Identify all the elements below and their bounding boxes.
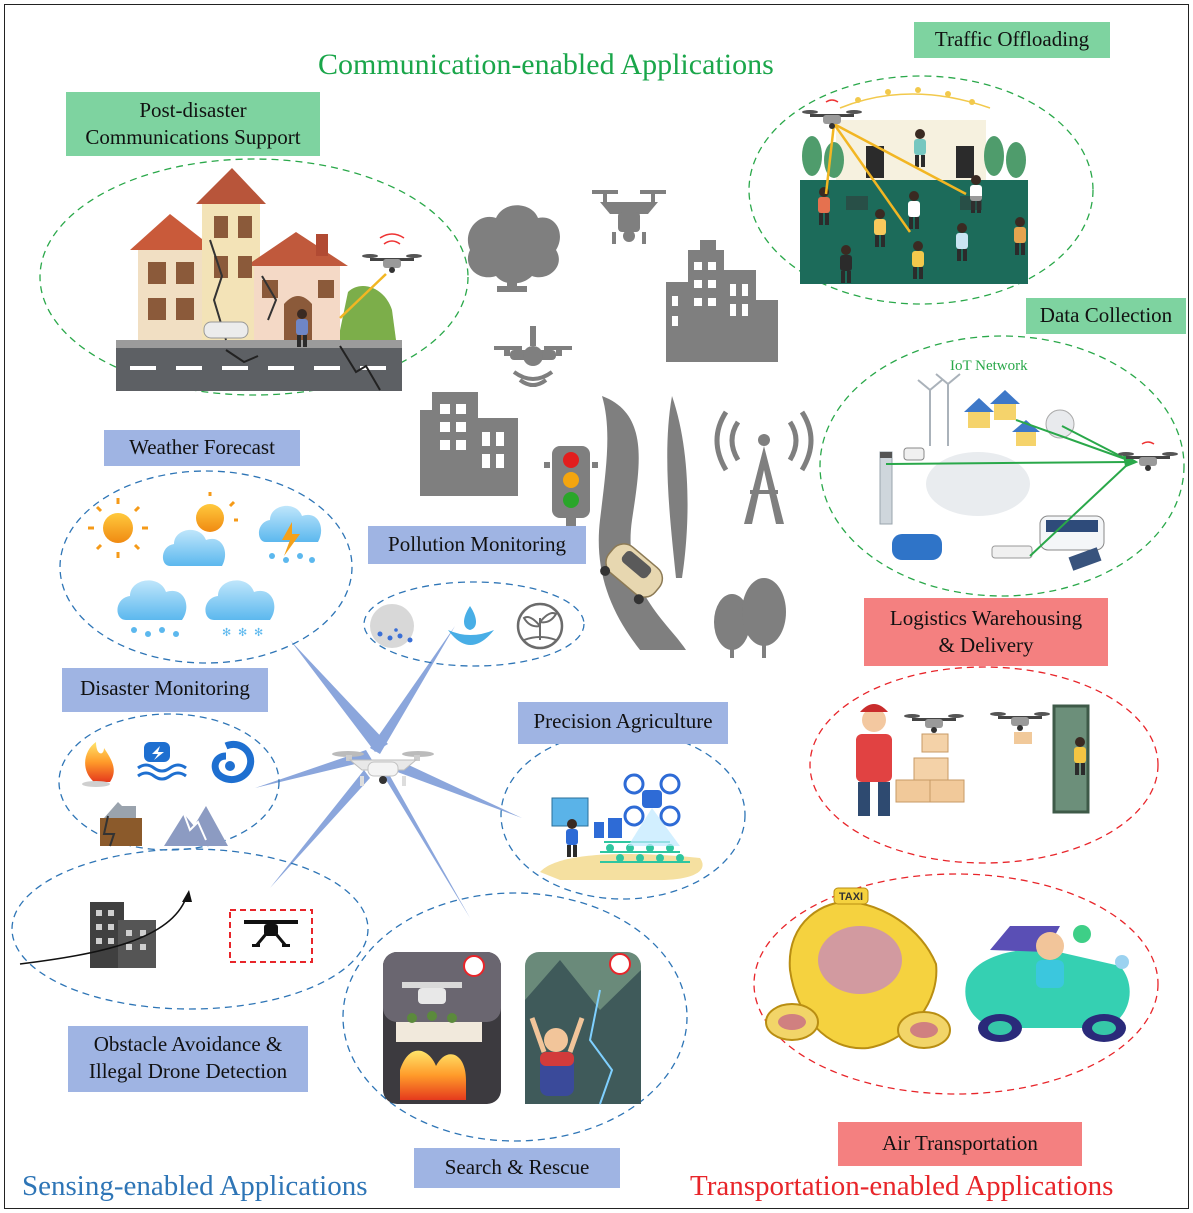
farm-drone-illustration [540,773,703,880]
logistics-ellipse [809,666,1159,864]
disaster-ellipse [58,713,280,851]
search-rescue-ellipse [342,892,688,1142]
traffic-offloading-label: Traffic Offloading [914,22,1110,58]
obstacle-illustration [19,890,313,968]
transportation-category-title: Transportation-enabled Applications [690,1170,1114,1202]
svg-text:✻: ✻ [238,626,247,639]
sun-icon [88,498,148,558]
gray-city-buildings-icon [666,240,778,362]
iot-network-illustration [879,373,1178,571]
disaster-monitoring-label: Disaster Monitoring [62,668,268,712]
svg-text:✻: ✻ [254,626,263,639]
figure-frame [4,4,1189,1209]
gray-trees-icon [714,578,786,658]
gray-tree-icon [467,205,560,292]
weather-forecast-label: Weather Forecast [104,430,300,466]
logistics-label-line-1: Logistics Warehousing [889,606,1083,630]
traffic-offloading-ellipse [748,75,1094,305]
data-collection-ellipse [819,335,1185,597]
fire-icon [82,742,114,787]
obstacle-avoidance-label-line-2: Illegal Drone Detection [88,1059,288,1083]
gray-office-building-icon [420,392,518,496]
air-transportation-ellipse [753,873,1159,1095]
snow-icon: ✻ ✻ ✻ [205,580,275,639]
water-drop-icon [448,606,494,645]
gray-tower-icon [714,410,814,524]
delivery-illustration [856,704,1090,816]
taxi-sign-text: TAXI [839,891,863,903]
pollution-ellipse [363,581,585,667]
flood-icon [137,742,187,781]
rain-icon [117,580,187,637]
iot-network-label: IoT Network [950,358,1028,374]
precision-agriculture-ellipse [500,730,746,900]
search-rescue-label: Search & Rescue [414,1148,620,1188]
rescue-mountain-photo [525,952,641,1105]
central-drone-spokes [255,626,522,918]
communication-category-title: Communication-enabled Applications [318,48,774,81]
precision-agriculture-label: Precision Agriculture [518,702,728,744]
concert-crowd-illustration [800,87,1028,284]
earthquake-house-icon [100,802,142,847]
logistics-label-line-2: & Delivery [938,633,1034,657]
obstacle-avoidance-label-line-1: Obstacle Avoidance & [93,1032,283,1056]
gray-drone-signal-icon [494,326,572,387]
damaged-houses-illustration [116,168,422,391]
road-with-car [598,396,688,650]
air-transportation-label: Air Transportation [838,1122,1082,1166]
svg-text:✻: ✻ [222,626,231,639]
post-disaster-label-line-1: Post-disaster [139,98,247,122]
pollution-monitoring-label: Pollution Monitoring [368,526,586,564]
soil-plant-icon [516,602,564,650]
partly-cloudy-icon [162,492,238,566]
weather-ellipse [59,470,353,664]
gray-drone-icon [592,190,666,244]
air-particles-icon [370,604,414,648]
post-disaster-label-line-2: Communications Support [85,125,301,149]
air-taxi-illustration: TAXI [765,887,1130,1050]
data-collection-label: Data Collection [1026,298,1186,334]
obstacle-avoidance-ellipse [11,848,369,1010]
landslide-mountain-icon [164,806,228,846]
central-drone-icon [332,751,434,786]
post-disaster-ellipse [39,158,469,396]
post-disaster-label: Post-disaster Communications Support [66,92,320,156]
logistics-label: Logistics Warehousing & Delivery [864,598,1108,666]
sensing-category-title: Sensing-enabled Applications [22,1170,368,1202]
rescue-drone-photo [383,952,501,1104]
thunderstorm-icon [258,505,322,563]
traffic-light-icon [544,446,598,530]
obstacle-avoidance-label: Obstacle Avoidance & Illegal Drone Detec… [68,1026,308,1092]
cyclone-icon [211,741,255,784]
